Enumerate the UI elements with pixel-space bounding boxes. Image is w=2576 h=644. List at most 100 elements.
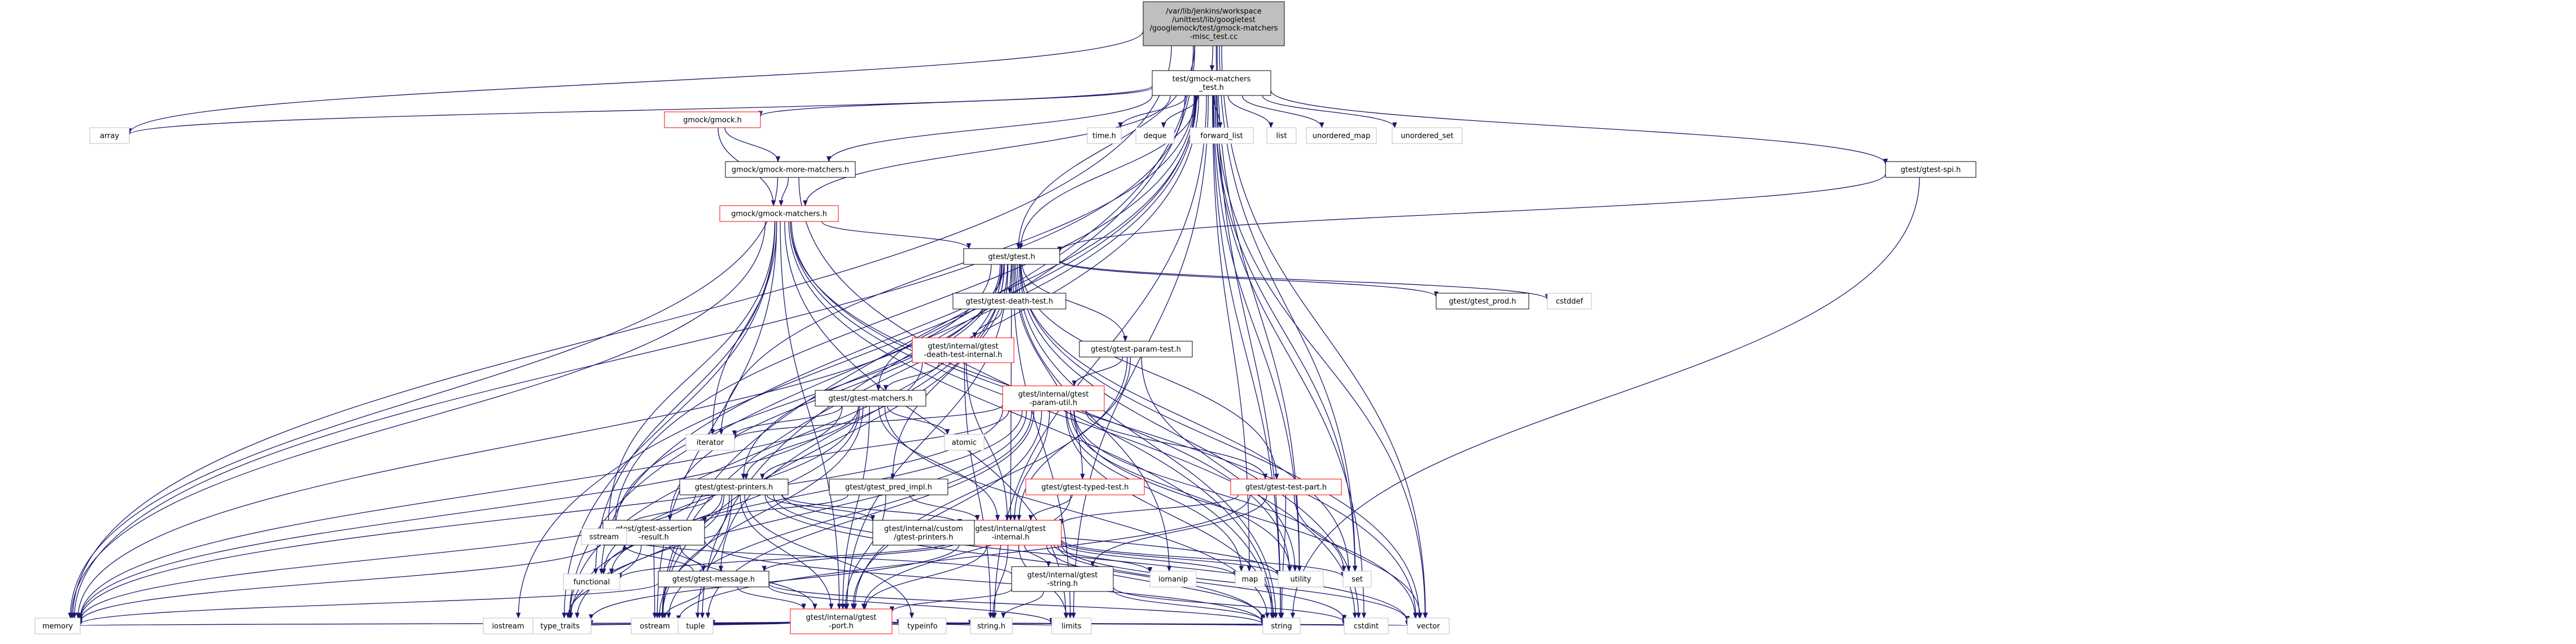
- node-gmock[interactable]: gmock/gmock.h: [664, 111, 761, 128]
- node-box-gstring[interactable]: [1011, 566, 1114, 592]
- node-box-gtest[interactable]: [963, 248, 1060, 265]
- node-printers[interactable]: gtest/gtest-printers.h: [679, 478, 789, 495]
- node-box-flist[interactable]: [1189, 127, 1254, 144]
- node-box-limits[interactable]: [1051, 617, 1092, 634]
- node-box-umap[interactable]: [1306, 127, 1377, 144]
- node-iostream[interactable]: iostream: [483, 617, 533, 634]
- node-spi[interactable]: gtest/gtest-spi.h: [1885, 161, 1976, 178]
- node-box-pu[interactable]: [1002, 385, 1105, 411]
- node-box-tuple[interactable]: [677, 617, 714, 634]
- node-gmmt[interactable]: test/gmock-matchers_test.h: [1152, 70, 1271, 96]
- node-label-array-0: array: [100, 132, 119, 141]
- node-typeinfo[interactable]: typeinfo: [898, 617, 947, 634]
- node-iomanip[interactable]: iomanip: [1149, 571, 1197, 588]
- node-box-cstddef[interactable]: [1547, 293, 1592, 310]
- node-vector[interactable]: vector: [1407, 617, 1450, 634]
- node-list[interactable]: list: [1266, 127, 1297, 144]
- node-port[interactable]: gtest/internal/gtest-port.h: [790, 608, 893, 634]
- node-box-set[interactable]: [1342, 571, 1372, 588]
- node-box-atomic[interactable]: [944, 434, 985, 451]
- node-stringh[interactable]: string.h: [970, 617, 1013, 634]
- node-box-custom[interactable]: [872, 520, 975, 546]
- node-box-iostream[interactable]: [483, 617, 533, 634]
- node-box-dti[interactable]: [912, 337, 1014, 363]
- node-uset[interactable]: unordered_set: [1392, 127, 1463, 144]
- node-gtest[interactable]: gtest/gtest.h: [963, 248, 1060, 265]
- node-message[interactable]: gtest/gtest-message.h: [658, 571, 769, 588]
- node-string[interactable]: string: [1262, 617, 1301, 634]
- node-box-memory[interactable]: [34, 617, 81, 634]
- node-testpart[interactable]: gtest/gtest-test-part.h: [1230, 478, 1342, 495]
- node-box-type_traits[interactable]: [528, 617, 592, 634]
- node-box-gmm[interactable]: [719, 205, 839, 222]
- node-box-stringh[interactable]: [970, 617, 1013, 634]
- node-set[interactable]: set: [1342, 571, 1372, 588]
- node-dti[interactable]: gtest/internal/gtest-death-test-internal…: [912, 337, 1014, 363]
- node-box-typed[interactable]: [1025, 478, 1145, 495]
- node-box-gtm[interactable]: [815, 390, 926, 407]
- node-root[interactable]: /var/lib/jenkins/workspace/unittest/lib/…: [1143, 1, 1285, 46]
- node-cstddef[interactable]: cstddef: [1547, 293, 1592, 310]
- node-type_traits[interactable]: type_traits: [528, 617, 592, 634]
- node-box-uset[interactable]: [1392, 127, 1463, 144]
- node-param[interactable]: gtest/gtest-param-test.h: [1079, 341, 1193, 358]
- node-box-string[interactable]: [1262, 617, 1301, 634]
- node-box-timeh[interactable]: [1087, 127, 1122, 144]
- node-box-death[interactable]: [952, 293, 1066, 310]
- node-box-typeinfo[interactable]: [898, 617, 947, 634]
- node-box-iomanip[interactable]: [1149, 571, 1197, 588]
- node-flist[interactable]: forward_list: [1189, 127, 1254, 144]
- node-box-map[interactable]: [1235, 571, 1265, 588]
- node-box-ostream[interactable]: [631, 617, 679, 634]
- node-box-spi[interactable]: [1885, 161, 1976, 178]
- node-timeh[interactable]: time.h: [1087, 127, 1122, 144]
- node-atomic[interactable]: atomic: [944, 434, 985, 451]
- node-gmm[interactable]: gmock/gmock-matchers.h: [719, 205, 839, 222]
- node-ostream[interactable]: ostream: [631, 617, 679, 634]
- node-cstdint[interactable]: cstdint: [1344, 617, 1389, 634]
- node-pu[interactable]: gtest/internal/gtest-param-util.h: [1002, 385, 1105, 411]
- node-box-utility[interactable]: [1278, 571, 1324, 588]
- node-box-prod[interactable]: [1436, 293, 1529, 310]
- node-box-gmock[interactable]: [664, 111, 761, 128]
- node-box-root[interactable]: [1143, 1, 1285, 46]
- node-sstream[interactable]: sstream: [581, 528, 627, 545]
- node-utility[interactable]: utility: [1278, 571, 1324, 588]
- node-box-predimpl[interactable]: [829, 478, 948, 495]
- node-more[interactable]: gmock/gmock-more-matchers.h: [725, 161, 856, 178]
- node-map[interactable]: map: [1235, 571, 1265, 588]
- node-box-param[interactable]: [1079, 341, 1193, 358]
- node-prod[interactable]: gtest/gtest_prod.h: [1436, 293, 1529, 310]
- node-deque[interactable]: deque: [1135, 127, 1175, 144]
- node-box-port[interactable]: [790, 608, 893, 634]
- node-custom[interactable]: gtest/internal/custom/gtest-printers.h: [872, 520, 975, 546]
- node-typed[interactable]: gtest/gtest-typed-test.h: [1025, 478, 1145, 495]
- node-box-list[interactable]: [1266, 127, 1297, 144]
- node-array[interactable]: array: [89, 127, 130, 144]
- node-box-gmmt[interactable]: [1152, 70, 1271, 96]
- node-tuple[interactable]: tuple: [677, 617, 714, 634]
- node-umap[interactable]: unordered_map: [1306, 127, 1377, 144]
- node-box-internal[interactable]: [959, 520, 1062, 546]
- node-box-functional[interactable]: [563, 573, 620, 590]
- node-iterator[interactable]: iterator: [685, 434, 735, 451]
- node-box-more[interactable]: [725, 161, 856, 178]
- node-box-sstream[interactable]: [581, 528, 627, 545]
- node-label-iomanip-0: iomanip: [1158, 576, 1188, 584]
- node-box-printers[interactable]: [679, 478, 789, 495]
- node-memory[interactable]: memory: [34, 617, 81, 634]
- node-box-deque[interactable]: [1135, 127, 1175, 144]
- node-internal[interactable]: gtest/internal/gtest-internal.h: [959, 520, 1062, 546]
- node-box-vector[interactable]: [1407, 617, 1450, 634]
- node-death[interactable]: gtest/gtest-death-test.h: [952, 293, 1066, 310]
- node-box-cstdint[interactable]: [1344, 617, 1389, 634]
- node-limits[interactable]: limits: [1051, 617, 1092, 634]
- node-functional[interactable]: functional: [563, 573, 620, 590]
- node-box-array[interactable]: [89, 127, 130, 144]
- node-gstring[interactable]: gtest/internal/gtest-string.h: [1011, 566, 1114, 592]
- node-gtm[interactable]: gtest/gtest-matchers.h: [815, 390, 926, 407]
- node-box-message[interactable]: [658, 571, 769, 588]
- node-box-testpart[interactable]: [1230, 478, 1342, 495]
- node-predimpl[interactable]: gtest/gtest_pred_impl.h: [829, 478, 948, 495]
- node-box-iterator[interactable]: [685, 434, 735, 451]
